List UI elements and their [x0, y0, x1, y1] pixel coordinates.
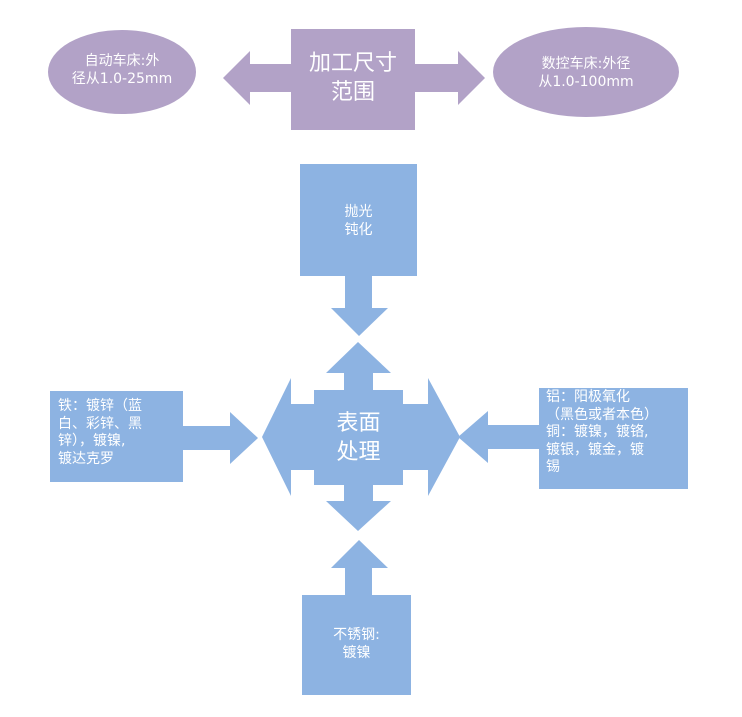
stainless-steel-box: [302, 595, 411, 695]
auto-lathe-line1: 自动车床:外: [84, 53, 160, 69]
iron-line: 锌），镀镍,: [58, 433, 126, 449]
iron-line: 铁：镀锌（蓝: [58, 398, 142, 414]
machining-size-line2: 范围: [330, 79, 375, 105]
auto-lathe-line2: 径从1.0-25mm: [71, 70, 173, 87]
surface-treatment-line2: 处理: [336, 439, 381, 465]
iron-line: 镀达克罗: [58, 450, 114, 467]
copper-line: 镀银，镀金，镀: [546, 441, 644, 458]
arrow-up-from-bottom: [331, 540, 388, 595]
auto-lathe-label: 自动车床:外 径从1.0-25mm: [50, 53, 194, 88]
aluminum-line: 铝：阳极氧化: [546, 389, 630, 405]
stainless-line: 不锈钢:: [333, 627, 380, 643]
cnc-lathe-line2: 从1.0-100mm: [538, 73, 634, 90]
aluminum-copper-label: 铝：阳极氧化 （黑色或者本色） 铜：镀镍，镀铬, 镀银，镀金，镀 锡: [546, 389, 688, 477]
polish-passivate-box: [300, 164, 417, 276]
machining-size-box: [291, 29, 415, 130]
arrow-left-from-right: [458, 411, 539, 463]
double-arrow-left: [223, 51, 292, 105]
copper-line: 铜：镀镍，镀铬,: [546, 424, 649, 440]
surface-treatment-label: 表面 处理: [314, 410, 403, 467]
machining-size-line1: 加工尺寸: [308, 51, 397, 76]
four-way-arrow: [262, 342, 460, 531]
passivate-line: 钝化: [344, 221, 373, 238]
double-arrow-right: [414, 51, 485, 105]
arrow-right-from-left: [183, 412, 258, 464]
machining-size-label: 加工尺寸 范围: [291, 50, 415, 107]
auto-lathe-ellipse: [48, 30, 196, 114]
surface-treatment-line1: 表面: [336, 411, 381, 436]
polish-line: 抛光: [344, 204, 373, 220]
cnc-lathe-label: 数控车床:外径 从1.0-100mm: [496, 56, 676, 91]
iron-line: 白、彩锌、黑: [58, 415, 142, 432]
copper-line: 锡: [546, 459, 560, 475]
arrow-down-from-top: [331, 276, 388, 336]
stainless-steel-label: 不锈钢: 镀镍: [302, 627, 411, 662]
aluminum-copper-box: [539, 388, 688, 489]
cnc-lathe-line1: 数控车床:外径: [541, 56, 631, 72]
cnc-lathe-ellipse: [493, 27, 679, 117]
polish-passivate-label: 抛光 钝化: [300, 204, 417, 239]
iron-label: 铁：镀锌（蓝 白、彩锌、黑 锌），镀镍, 镀达克罗: [58, 398, 182, 468]
aluminum-line: （黑色或者本色）: [546, 406, 658, 423]
nickel-line: 镀镍: [342, 644, 371, 661]
iron-box: [50, 391, 183, 482]
